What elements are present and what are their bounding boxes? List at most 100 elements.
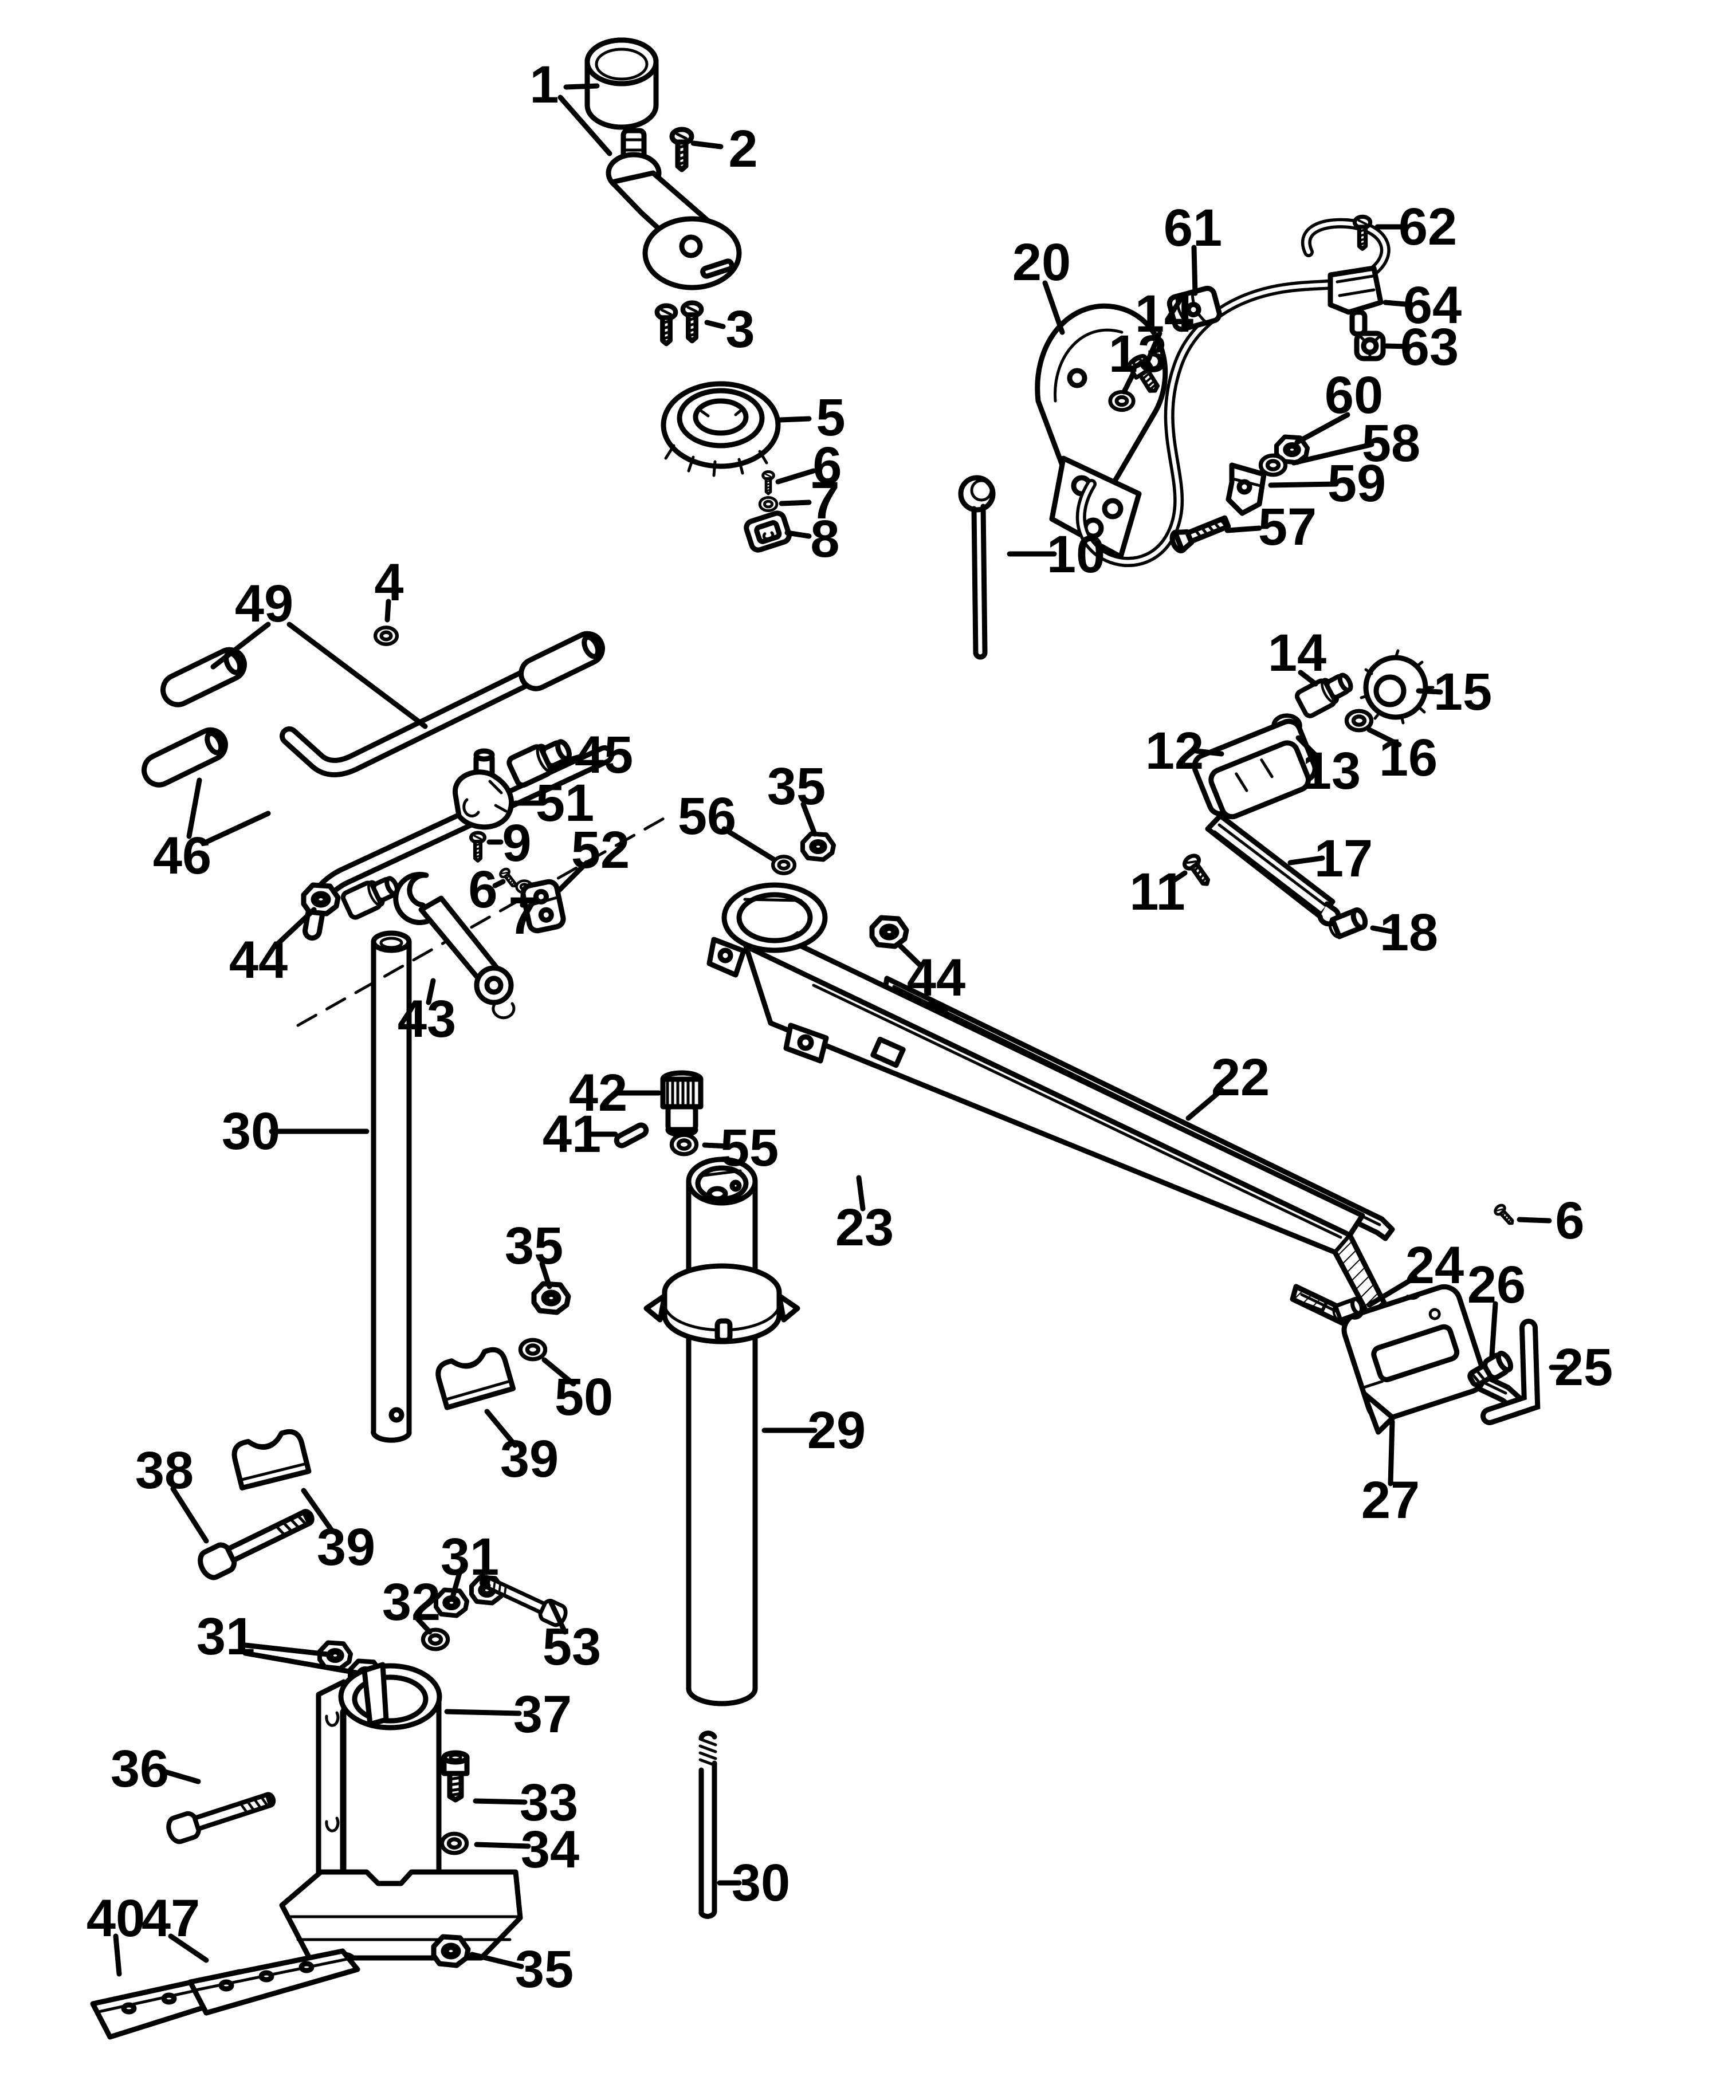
leader-line-46 — [186, 777, 202, 839]
part-35-nut-d — [434, 1937, 468, 1965]
part-number-label-16: 16 — [1379, 729, 1437, 787]
part-number-label-23: 23 — [835, 1198, 894, 1257]
leader-line-38 — [170, 1486, 209, 1544]
part-number-label-63: 63 — [1400, 318, 1459, 376]
part-number-label-61: 61 — [1164, 199, 1222, 257]
part-27-end-cap — [1341, 1284, 1487, 1435]
callout-10-18: 10 — [1007, 525, 1105, 584]
part-number-label-47: 47 — [142, 1889, 200, 1948]
part-20-tension-reel — [1035, 303, 1168, 560]
leader-line-20 — [1042, 280, 1065, 335]
callout-31-60: 31 — [441, 1528, 499, 1600]
callout-26-50: 26 — [1467, 1256, 1526, 1358]
part-38-bolt — [197, 1503, 317, 1581]
callout-50-54: 50 — [541, 1357, 613, 1426]
leader-line-34 — [474, 1842, 531, 1849]
leader-line-39 — [301, 1488, 335, 1534]
callout-5-3: 5 — [777, 388, 846, 447]
part-49-sleeve — [158, 645, 249, 710]
part-3-screw-a — [657, 306, 675, 344]
part-number-label-30: 30 — [732, 1854, 790, 1912]
part-number-label-37: 37 — [513, 1685, 572, 1744]
callout-14-19: 14 — [1268, 624, 1326, 687]
part-number-label-24: 24 — [1405, 1236, 1464, 1295]
callout-1-0: 1 — [529, 56, 612, 156]
leader-line-11 — [1168, 870, 1188, 885]
leader-line-18 — [1370, 925, 1394, 934]
leader-line-58 — [1291, 442, 1374, 466]
part-9-screw — [471, 833, 485, 861]
part-number-label-18: 18 — [1380, 903, 1438, 962]
part-4-washer — [375, 627, 397, 644]
leader-line-55 — [702, 1142, 732, 1149]
part-64-cable-clamp — [1327, 265, 1384, 337]
leader-line-1 — [557, 95, 612, 156]
callout-45-31: 45 — [563, 726, 633, 784]
callout-33-64: 33 — [473, 1773, 578, 1832]
leader-line-23 — [856, 1175, 866, 1212]
leader-line-46 — [203, 811, 271, 845]
leader-line-8 — [784, 530, 812, 539]
part-number-label-31: 31 — [197, 1607, 255, 1666]
leader-line-2 — [690, 140, 724, 150]
part-37-base-column — [279, 1662, 523, 1961]
leader-line-6 — [1517, 1217, 1552, 1224]
leader-line-16 — [1366, 727, 1402, 748]
part-number-label-49: 49 — [235, 575, 293, 633]
part-number-label-59: 59 — [1327, 454, 1386, 513]
part-number-label-7: 7 — [508, 887, 537, 945]
leader-line-33 — [473, 1798, 528, 1805]
leader-line-50 — [541, 1357, 576, 1387]
part-10-rod — [958, 475, 996, 660]
callout-59-14: 59 — [1268, 454, 1386, 513]
part-number-label-33: 33 — [520, 1773, 578, 1832]
leader-line-24 — [1366, 1275, 1418, 1308]
part-15-knob — [1360, 649, 1435, 725]
callout-43-39: 43 — [398, 978, 456, 1048]
part-1-handle-cap — [584, 37, 659, 130]
callout-62-9: 62 — [1374, 198, 1457, 256]
callout-2-1: 2 — [690, 120, 758, 178]
part-number-label-12: 12 — [1145, 722, 1204, 780]
leader-line-35 — [539, 1261, 552, 1289]
leader-line-53 — [548, 1600, 568, 1635]
part-number-label-22: 22 — [1211, 1048, 1270, 1107]
callout-17-25: 17 — [1287, 829, 1373, 888]
part-number-label-50: 50 — [555, 1368, 613, 1426]
callout-35-67: 35 — [469, 1940, 574, 1999]
leader-line-61 — [1191, 245, 1198, 296]
callout-7-5: 7 — [779, 471, 840, 530]
callout-32-59: 32 — [382, 1573, 441, 1635]
part-55-washer — [671, 1135, 696, 1154]
part-16-washer — [1346, 711, 1371, 730]
part-number-label-14: 14 — [1268, 624, 1326, 682]
part-number-label-43: 43 — [398, 990, 456, 1048]
part-number-label-11: 11 — [1129, 863, 1185, 921]
leader-line-52 — [555, 860, 590, 894]
callout-9-33: 9 — [486, 814, 532, 872]
callout-44-30: 44 — [229, 907, 317, 989]
leader-line-6 — [775, 468, 816, 485]
leader-line-45 — [563, 753, 585, 764]
part-number-label-57: 57 — [1258, 498, 1317, 556]
part-39-saddle-a — [435, 1347, 513, 1407]
part-34-washer — [442, 1834, 466, 1853]
part-44-nut-a — [304, 885, 338, 914]
part-number-label-6: 6 — [468, 860, 497, 919]
leader-line-43 — [426, 978, 436, 1005]
part-number-label-35: 35 — [767, 757, 826, 816]
part-32-washer — [423, 1630, 447, 1649]
leader-line-14 — [1298, 670, 1318, 687]
part-12-clamp-handle — [1192, 718, 1318, 820]
callout-56-37: 56 — [678, 787, 776, 862]
part-6-screw-c — [1494, 1204, 1517, 1227]
callout-57-15: 57 — [1224, 498, 1317, 556]
part-number-label-6: 6 — [1555, 1191, 1584, 1250]
callout-6-48: 6 — [1517, 1191, 1585, 1250]
callout-39-55: 39 — [484, 1409, 559, 1488]
leader-line-35 — [800, 801, 818, 837]
part-number-label-55: 55 — [720, 1119, 779, 1177]
part-3-screw-b — [683, 303, 701, 341]
